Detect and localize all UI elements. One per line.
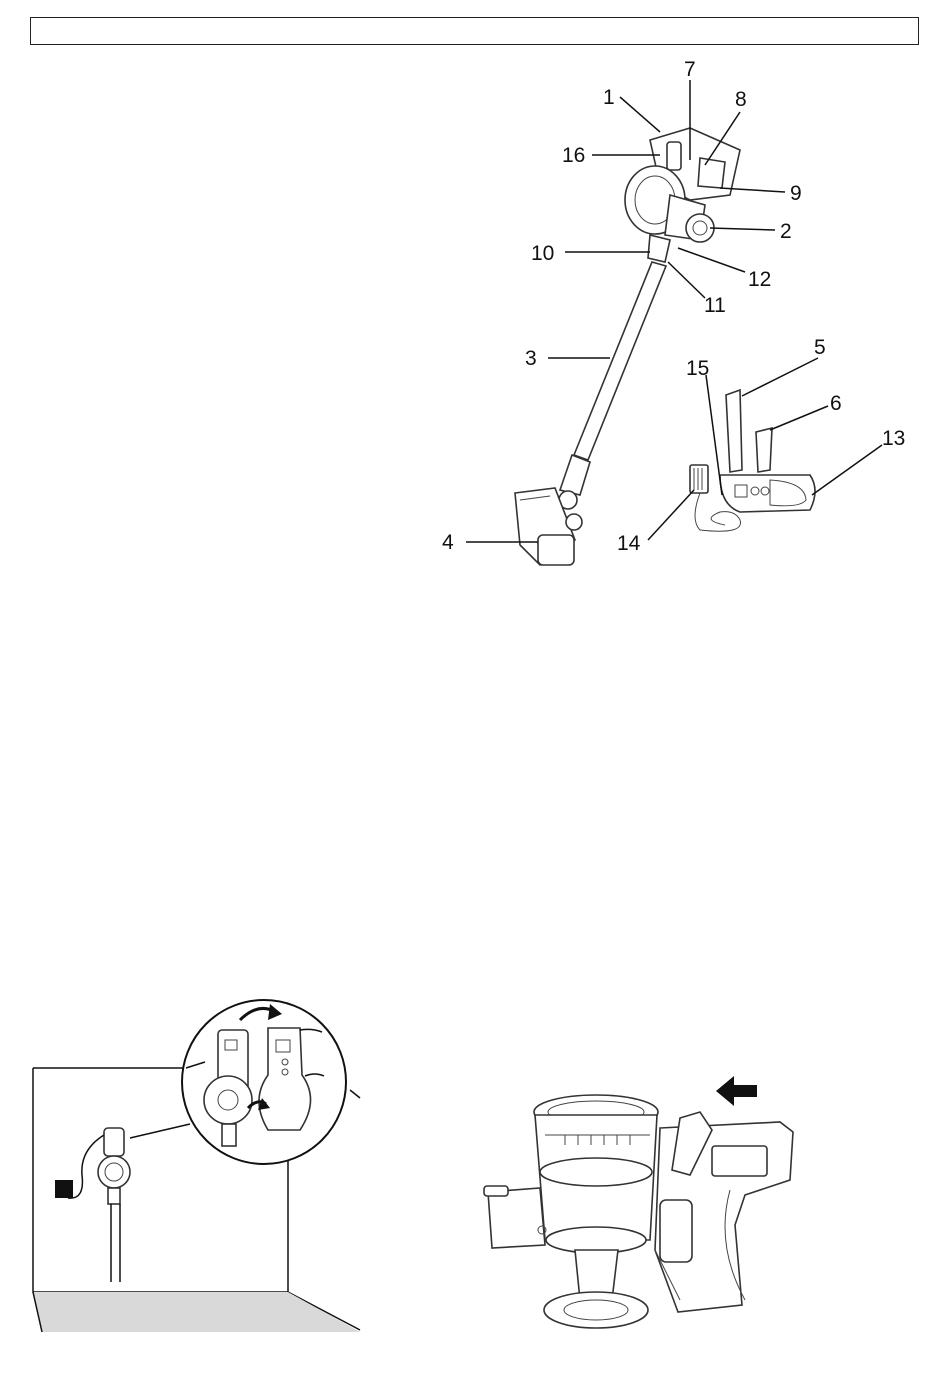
battery-illustration	[470, 1070, 810, 1355]
callout-2: 2	[780, 220, 792, 243]
wall-mount-illustration	[25, 990, 365, 1335]
callout-10: 10	[531, 242, 554, 265]
callout-9: 9	[790, 182, 802, 205]
callout-6: 6	[830, 392, 842, 415]
callout-4: 4	[442, 531, 454, 554]
vacuum-body	[515, 128, 740, 565]
callout-15: 15	[686, 357, 709, 380]
callout-14: 14	[617, 532, 641, 555]
callout-7: 7	[684, 58, 696, 81]
callout-5: 5	[814, 336, 826, 359]
callout-8: 8	[735, 88, 747, 111]
callout-13: 13	[882, 427, 905, 450]
header-bar	[30, 17, 919, 45]
parts-diagram: 1 2 3 4 5 6 7 8 9 10 11 12 13 14 15 16	[420, 50, 920, 590]
callout-11: 11	[704, 294, 726, 317]
accessories	[690, 390, 815, 531]
arrow-left-icon	[716, 1076, 757, 1106]
adapter-icon	[55, 1180, 73, 1198]
callout-3: 3	[525, 347, 537, 370]
callout-16: 16	[562, 144, 585, 167]
callout-12: 12	[748, 268, 771, 291]
callout-1: 1	[603, 86, 615, 109]
